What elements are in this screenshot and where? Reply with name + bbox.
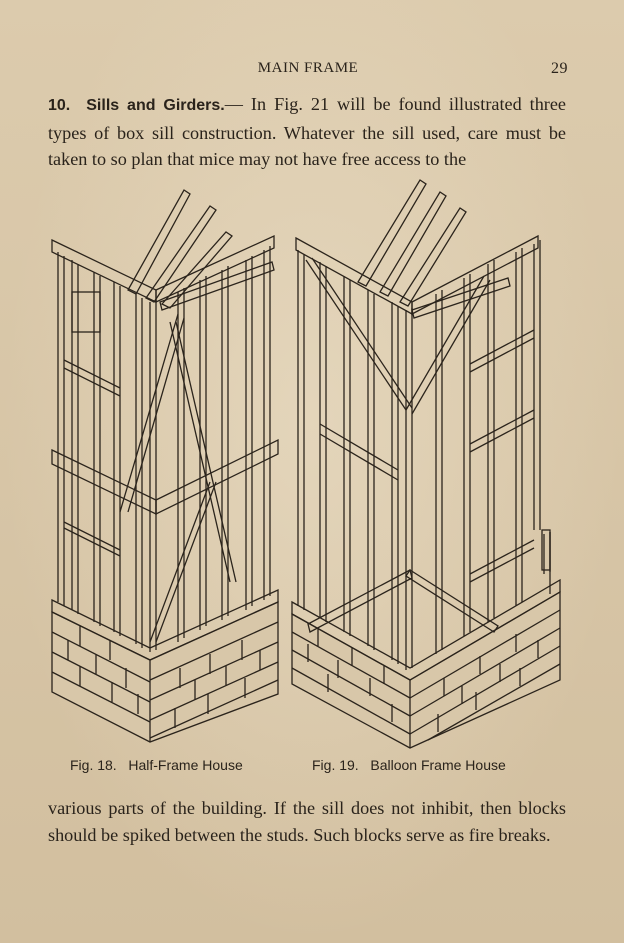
half-frame-house-illustration [51, 189, 279, 743]
figure-number: Fig. 19. [312, 757, 359, 773]
paragraph-text: In Fig. 21 will be found illustrated thr… [48, 94, 567, 169]
figure-caption-19: Fig. 19. Balloon Frame House [312, 757, 506, 773]
figure-caption-text: Balloon Frame House [370, 757, 506, 773]
section-number: 10. [48, 97, 71, 114]
page-number: 29 [551, 60, 568, 77]
heading-dash: — [224, 94, 243, 114]
balloon-frame-house-illustration [291, 179, 561, 749]
paragraph-continuation: various parts of the building. If the si… [48, 798, 566, 845]
figure-number: Fig. 18. [70, 757, 117, 773]
figure-caption-18: Fig. 18. Half-Frame House [70, 757, 243, 773]
paragraph-sills-and-girders: 10. Sills and Girders.— In Fig. 21 will … [48, 91, 566, 173]
section-heading: Sills and Girders. [86, 97, 225, 114]
figure-caption-text: Half-Frame House [128, 757, 243, 773]
running-title: MAIN FRAME [257, 60, 359, 76]
running-head: MAIN FRAME 29 [48, 60, 568, 80]
